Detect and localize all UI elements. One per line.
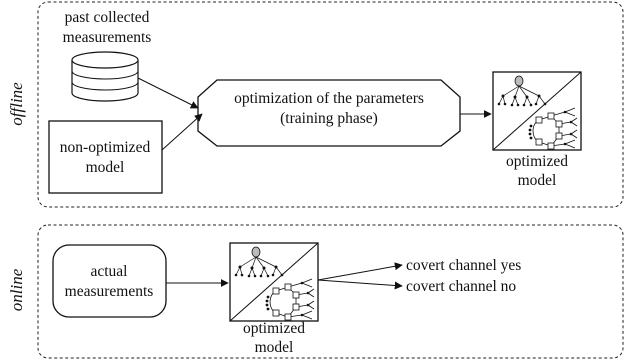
arrow-db-to-process xyxy=(137,77,199,109)
non-optimized-model-line2: model xyxy=(86,159,125,176)
optimized-model-icon-online xyxy=(229,242,319,322)
optimized-model-offline-line2: model xyxy=(518,172,557,189)
non-optimized-model-line1: non-optimized xyxy=(60,139,151,156)
db-label-line1: past collected xyxy=(65,9,150,26)
online-section-label: online xyxy=(7,268,26,311)
db-label-line2: measurements xyxy=(63,29,152,46)
optimization-process-line1: optimization of the parameters xyxy=(234,90,424,107)
arrow-model-to-process xyxy=(161,113,203,151)
actual-measurements-line1: actual xyxy=(90,263,127,280)
optimized-model-icon-offline xyxy=(492,71,582,151)
actual-measurements-line2: measurements xyxy=(65,283,154,300)
arrow-to-yes xyxy=(317,262,403,281)
offline-section-label: offline xyxy=(7,82,26,126)
optimized-model-online-line1: optimized xyxy=(243,320,305,337)
optimized-model-offline-line1: optimized xyxy=(506,153,568,170)
arrow-to-no xyxy=(317,279,403,290)
result-yes-label: covert channel yes xyxy=(406,257,521,274)
database-icon xyxy=(71,51,139,102)
result-no-label: covert channel no xyxy=(406,278,516,295)
offline-section-frame xyxy=(37,1,624,208)
optimized-model-online-line2: model xyxy=(255,339,294,356)
online-section-frame xyxy=(37,224,624,359)
non-optimized-model-box xyxy=(48,120,163,194)
optimization-process-line2: (training phase) xyxy=(280,110,378,127)
actual-measurements-box xyxy=(52,244,167,318)
